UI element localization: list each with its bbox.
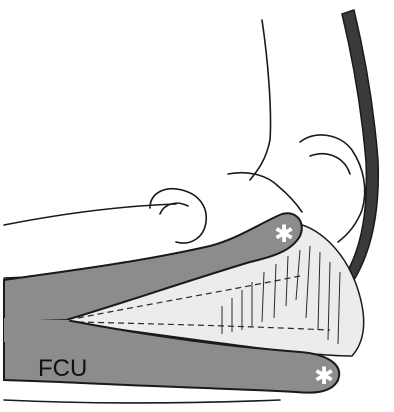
medial-epicondyle-outline [228,173,302,212]
trochlea-outline [150,189,206,243]
humerus-outline [250,20,271,180]
olecranon-inner-outline [310,154,350,174]
forearm-lower-outline [4,400,280,403]
fcu-label: FCU [38,355,87,382]
ulnar-origin-marker: ✱ [314,362,334,390]
olecranon-outline [300,135,365,242]
humeral-origin-marker: ✱ [274,220,294,248]
